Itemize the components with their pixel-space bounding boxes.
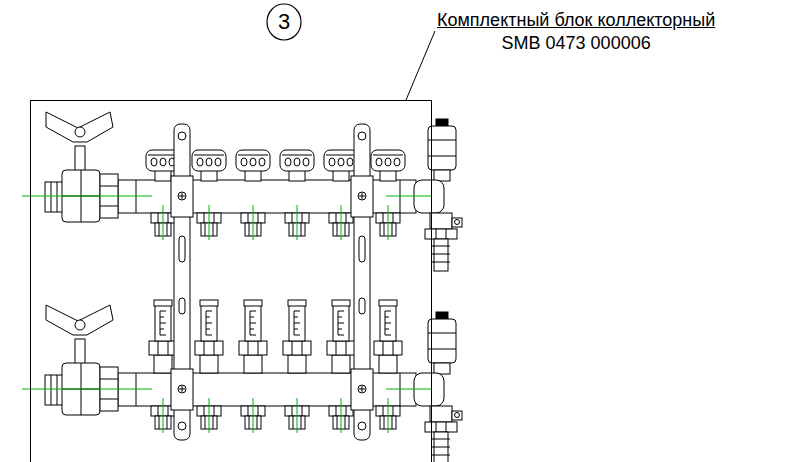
outlet-fittings — [285, 205, 309, 240]
ball-valves — [45, 112, 118, 415]
valve-caps — [236, 150, 270, 181]
callout-number: 3 — [278, 9, 290, 34]
flowmeters — [239, 300, 267, 373]
outlet-fittings — [329, 398, 353, 433]
ball-valves — [45, 112, 118, 222]
valve-caps — [280, 150, 314, 181]
part-code: SMB 0473 000006 — [502, 33, 651, 54]
outlet-fittings — [197, 205, 221, 240]
flowmeters — [195, 300, 223, 373]
flowmeters — [283, 300, 311, 373]
flowmeters — [327, 300, 355, 373]
outlet-fittings — [376, 205, 400, 240]
leader-line — [406, 31, 435, 100]
outlet-fittings — [197, 398, 221, 433]
ball-valves — [45, 305, 118, 415]
outlet-fittings — [241, 205, 265, 240]
mounting-brackets — [351, 124, 373, 440]
valve-caps — [192, 150, 226, 181]
end-fittings — [414, 312, 462, 462]
mounting-brackets — [171, 124, 193, 440]
center-lines — [22, 196, 432, 389]
flowmeters — [374, 300, 402, 373]
assembly-frame: Комплектный блок коллекторныйSMB 0473 00… — [30, 100, 432, 462]
outlet-fittings — [376, 398, 400, 433]
mounting-brackets — [171, 124, 373, 440]
outlet-fittings — [285, 398, 309, 433]
callout-outline — [267, 4, 301, 40]
end-fittings — [414, 119, 462, 271]
center-lines — [22, 196, 432, 389]
part-title: Комплектный блок коллекторный — [437, 10, 715, 31]
flowmeters — [149, 300, 177, 373]
valve-caps — [371, 150, 405, 181]
callout-circle: 3 — [266, 3, 302, 41]
outlet-fittings — [329, 205, 353, 240]
end-fittings — [414, 119, 462, 462]
outlet-fittings — [241, 398, 265, 433]
